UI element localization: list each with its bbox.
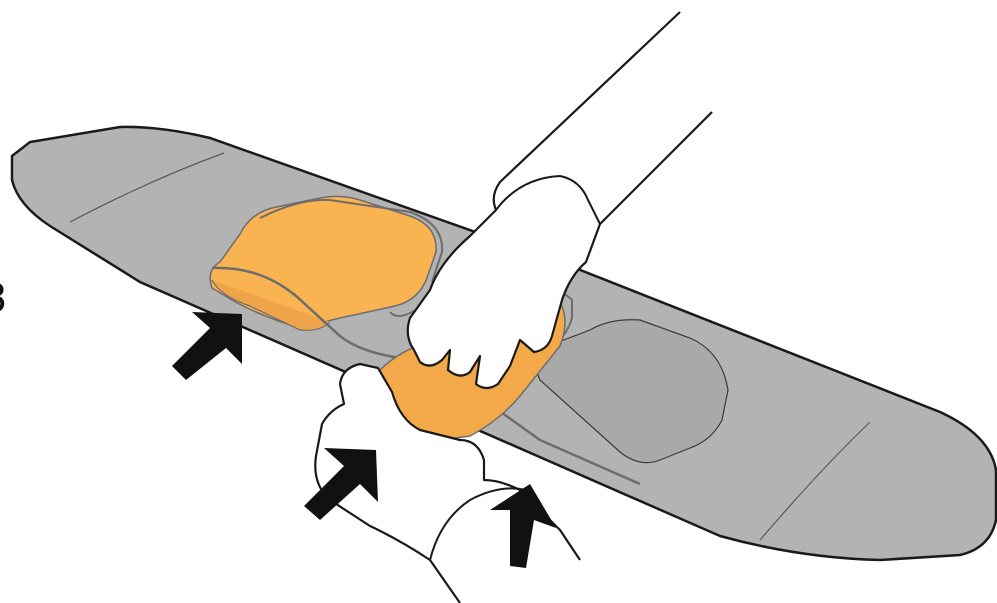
pad-left-fold [211, 279, 331, 331]
pad-left [209, 195, 437, 329]
board-seam-right [759, 421, 871, 541]
board-seam-left [69, 152, 225, 223]
hand-upper [406, 11, 713, 390]
arrow-left [172, 312, 242, 380]
hand-lower-thumb [429, 487, 527, 561]
arrow-right [490, 484, 556, 568]
arrow-bottom [304, 448, 378, 520]
recess-panel-right [535, 319, 729, 464]
hand-upper-detail [495, 174, 601, 225]
step-number: 3 [0, 276, 7, 322]
